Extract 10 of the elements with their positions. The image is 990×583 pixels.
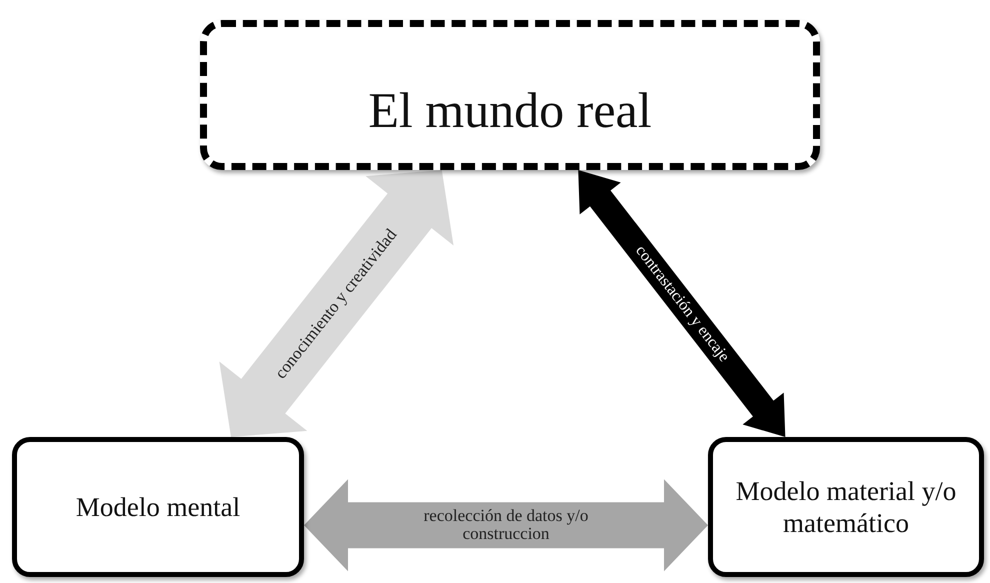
- rounded-box: [708, 437, 984, 577]
- node-label: Modelo mental: [76, 490, 240, 524]
- edge-label: recolección de datos y/o construccion: [422, 505, 590, 546]
- double-arrow: [578, 170, 786, 437]
- dashed-box: [200, 20, 820, 170]
- title-text: El mundo real: [368, 81, 652, 140]
- double-arrow: [304, 479, 708, 572]
- node-label: Modelo material y/o matemático: [734, 474, 958, 540]
- double-arrow: [219, 170, 454, 437]
- rounded-box: [12, 437, 304, 577]
